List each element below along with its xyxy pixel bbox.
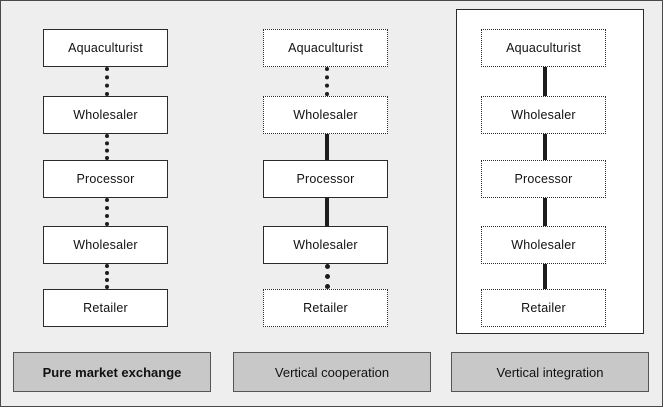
node-aquaculturist: Aquaculturist [43,29,168,67]
link-processor-wholesaler [543,198,547,226]
node-wholesaler-upstream: Wholesaler [263,96,388,134]
node-retailer: Retailer [263,289,388,327]
node-aquaculturist: Aquaculturist [481,29,606,67]
caption-vertical-integration: Vertical integration [451,352,649,392]
node-wholesaler-upstream: Wholesaler [481,96,606,134]
node-processor: Processor [481,160,606,198]
node-wholesaler-upstream: Wholesaler [43,96,168,134]
node-wholesaler-downstream: Wholesaler [481,226,606,264]
node-aquaculturist: Aquaculturist [263,29,388,67]
column-pure-market-exchange: Aquaculturist Wholesaler Processor Whole… [13,1,211,406]
node-processor: Processor [43,160,168,198]
link-processor-wholesaler [325,198,329,226]
column-vertical-cooperation: Aquaculturist Wholesaler Processor Whole… [233,1,431,406]
column-vertical-integration: Aquaculturist Wholesaler Processor Whole… [451,1,649,406]
link-processor-wholesaler [105,198,109,226]
node-wholesaler-downstream: Wholesaler [263,226,388,264]
link-wholesaler-retailer [105,264,109,289]
caption-vertical-cooperation: Vertical cooperation [233,352,431,392]
link-wholesaler-processor [543,134,547,160]
link-wholesaler-processor [325,134,329,160]
link-wholesaler-retailer [325,264,330,289]
link-wholesaler-retailer [543,264,547,289]
node-retailer: Retailer [481,289,606,327]
node-processor: Processor [263,160,388,198]
node-wholesaler-downstream: Wholesaler [43,226,168,264]
link-aquaculturist-wholesaler [325,67,329,96]
link-aquaculturist-wholesaler [105,67,109,96]
caption-pure-market-exchange: Pure market exchange [13,352,211,392]
node-retailer: Retailer [43,289,168,327]
link-wholesaler-processor [105,134,109,160]
link-aquaculturist-wholesaler [543,67,547,96]
